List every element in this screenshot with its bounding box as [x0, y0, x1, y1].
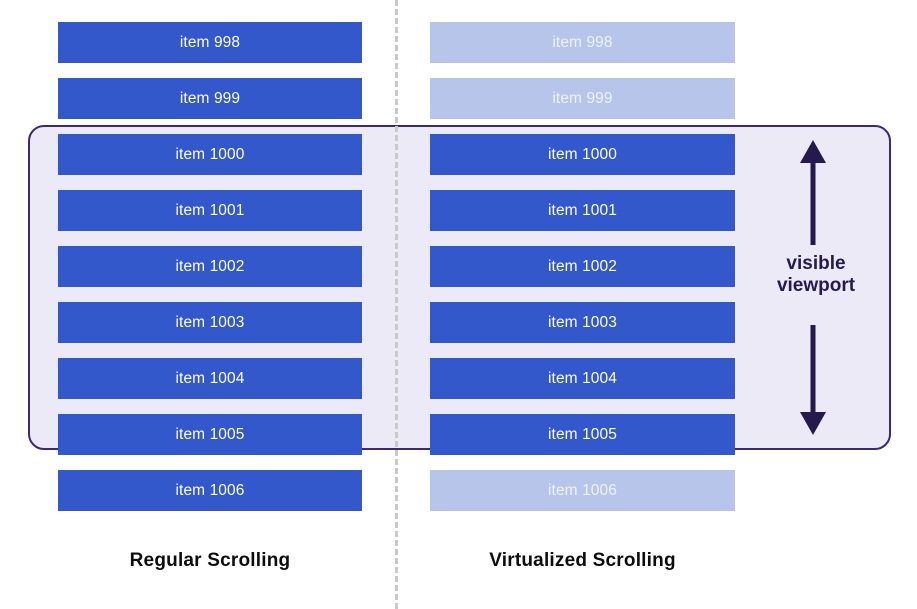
list-item: item 1006: [58, 470, 362, 511]
visible-viewport-annotation: visible viewport: [746, 135, 886, 440]
column-regular-scrolling: item 998 item 999 item 1000 item 1001 item 1…: [58, 0, 362, 609]
list-item: item 1005: [58, 414, 362, 455]
list-item: item 1006: [430, 470, 735, 511]
list-item: item 1003: [58, 302, 362, 343]
list-item: item 998: [430, 22, 735, 63]
list-item: item 1001: [58, 190, 362, 231]
list-item: item 1003: [430, 302, 735, 343]
visible-viewport-label-line2: viewport: [776, 275, 856, 297]
double-arrow-icon: [800, 140, 826, 435]
list-item: item 1002: [58, 246, 362, 287]
list-item: item 999: [430, 78, 735, 119]
list-item: item 1004: [58, 358, 362, 399]
list-item: item 999: [58, 78, 362, 119]
list-item: item 1001: [430, 190, 735, 231]
list-item: item 1004: [430, 358, 735, 399]
list-item: item 1000: [430, 134, 735, 175]
caption-regular-scrolling: Regular Scrolling: [129, 550, 291, 571]
column-divider: [395, 0, 398, 609]
visible-viewport-label-line1: visible: [786, 253, 846, 274]
list-item: item 1000: [58, 134, 362, 175]
visible-viewport-label: visible viewport: [746, 253, 886, 298]
caption-virtualized-scrolling: Virtualized Scrolling: [489, 550, 676, 571]
list-item: item 1005: [430, 414, 735, 455]
list-item: item 1002: [430, 246, 735, 287]
column-virtualized-scrolling: item 998 item 999 item 1000 item 1001 item 1…: [430, 0, 735, 609]
list-item: item 998: [58, 22, 362, 63]
